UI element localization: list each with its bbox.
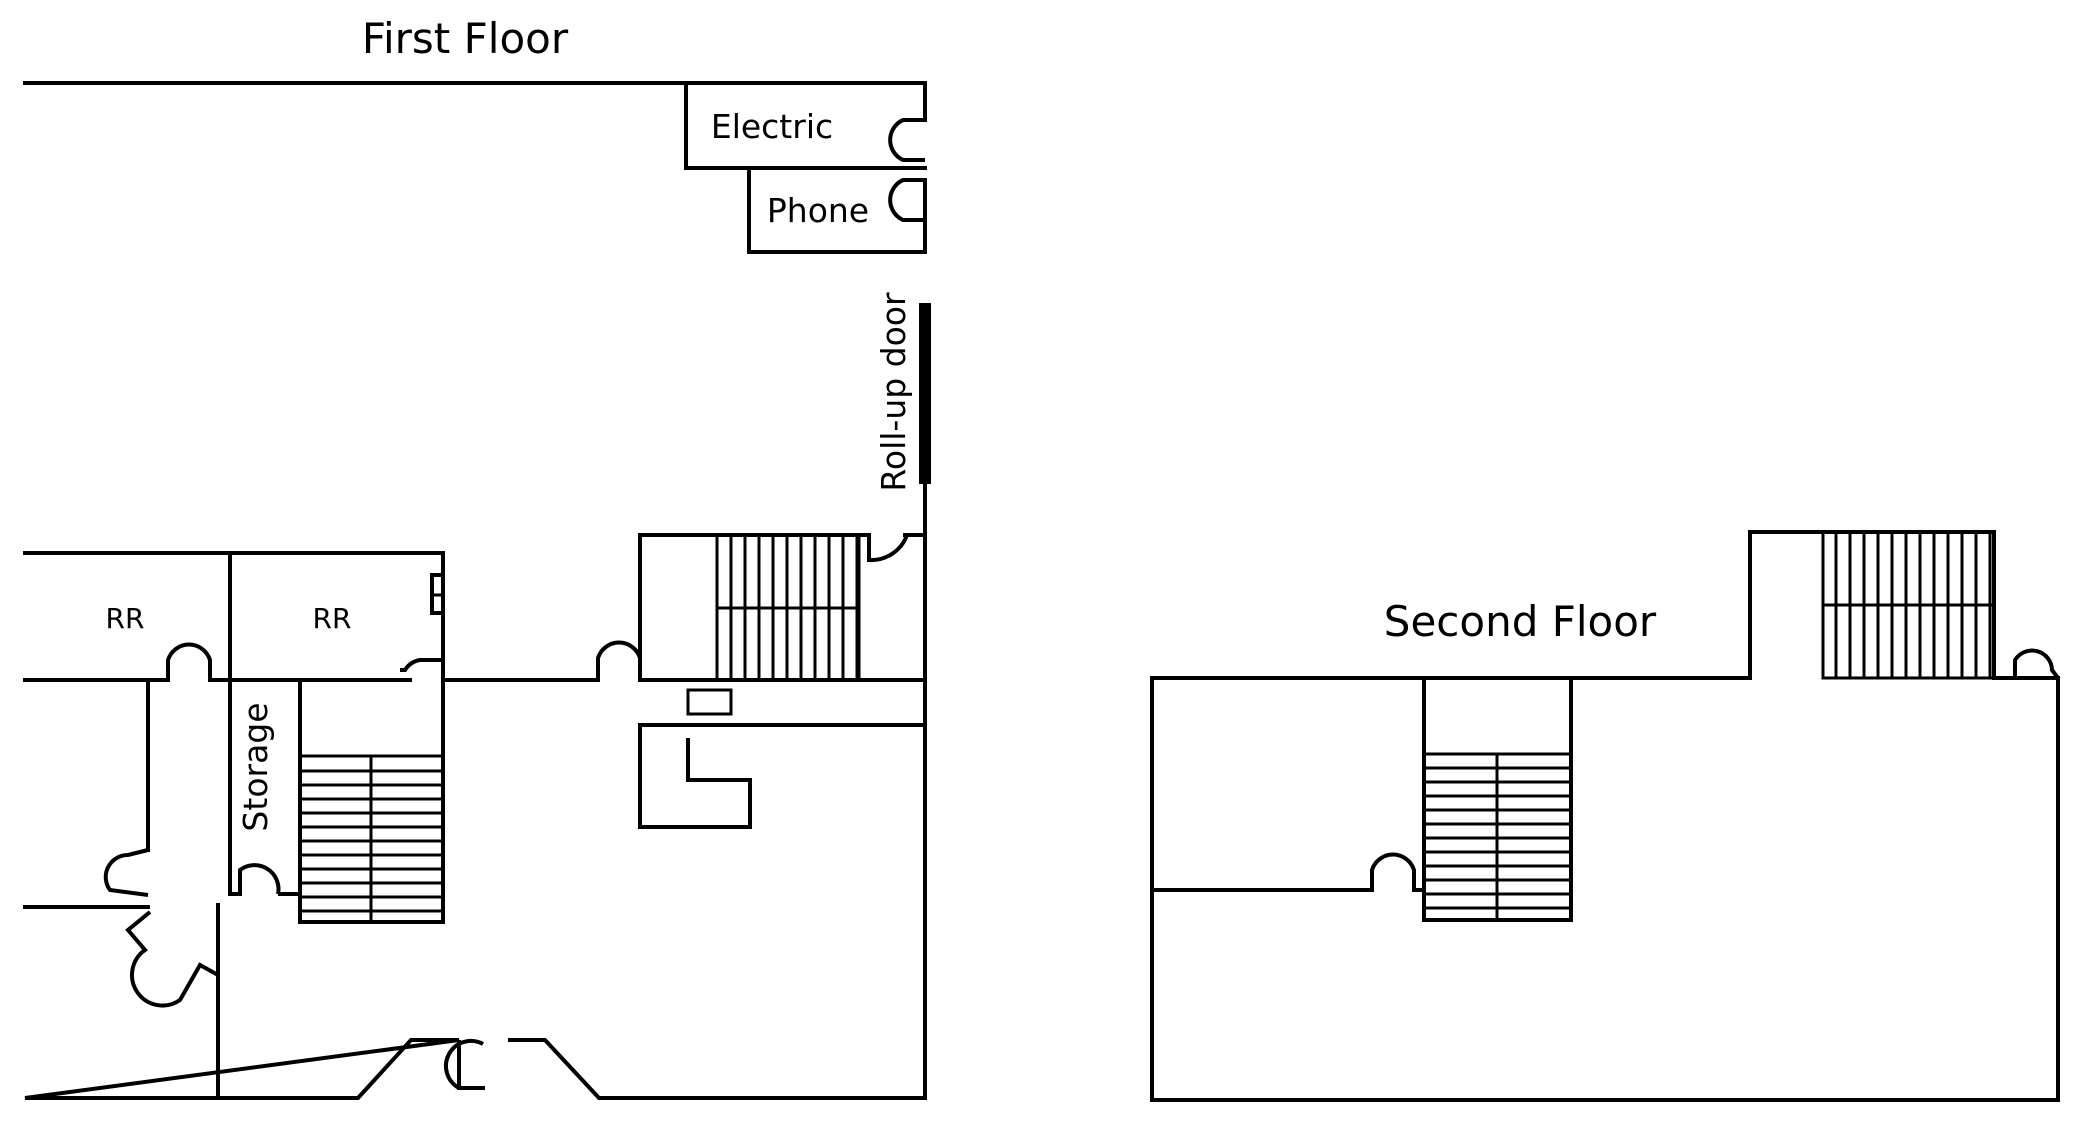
phone-door — [888, 178, 925, 222]
storage-door — [238, 863, 281, 895]
electric-door — [888, 118, 925, 162]
rollup-door: Roll-up door — [874, 292, 931, 492]
hall-door-diagonal — [125, 910, 219, 1008]
restroom-left-door — [166, 642, 212, 680]
first-floor-exterior-wall — [23, 81, 927, 1100]
lower-corridor: Storage — [23, 678, 927, 1100]
phone-room: Phone — [747, 166, 927, 254]
restroom-left-label: RR — [106, 602, 145, 635]
electric-room-label: Electric — [711, 107, 833, 146]
storage-label: Storage — [236, 702, 275, 831]
main-entrance — [444, 1038, 485, 1090]
stair-top-door — [868, 533, 910, 563]
first-floor-title: First Floor — [362, 14, 569, 63]
corridor-fixture — [686, 688, 733, 716]
sink-fixture — [430, 573, 445, 597]
second-floor-room-door — [1370, 852, 1416, 890]
restrooms: RR RR — [23, 551, 927, 682]
phone-room-label: Phone — [767, 191, 869, 230]
first-floor-plan: First Floor Electric Phone Roll-up door — [23, 14, 931, 1100]
restroom-right-door — [400, 573, 445, 672]
hall-door-left — [103, 848, 149, 897]
second-floor-title: Second Floor — [1384, 597, 1657, 646]
electric-room: Electric — [684, 81, 927, 170]
second-floor-plan: Second Floor — [1150, 530, 2060, 1102]
rollup-door-label: Roll-up door — [874, 292, 913, 492]
stair-treads — [298, 530, 1996, 924]
restroom-right-label: RR — [313, 602, 352, 635]
second-floor-exit-door — [2013, 648, 2060, 680]
stair-corridor-door — [596, 640, 642, 680]
